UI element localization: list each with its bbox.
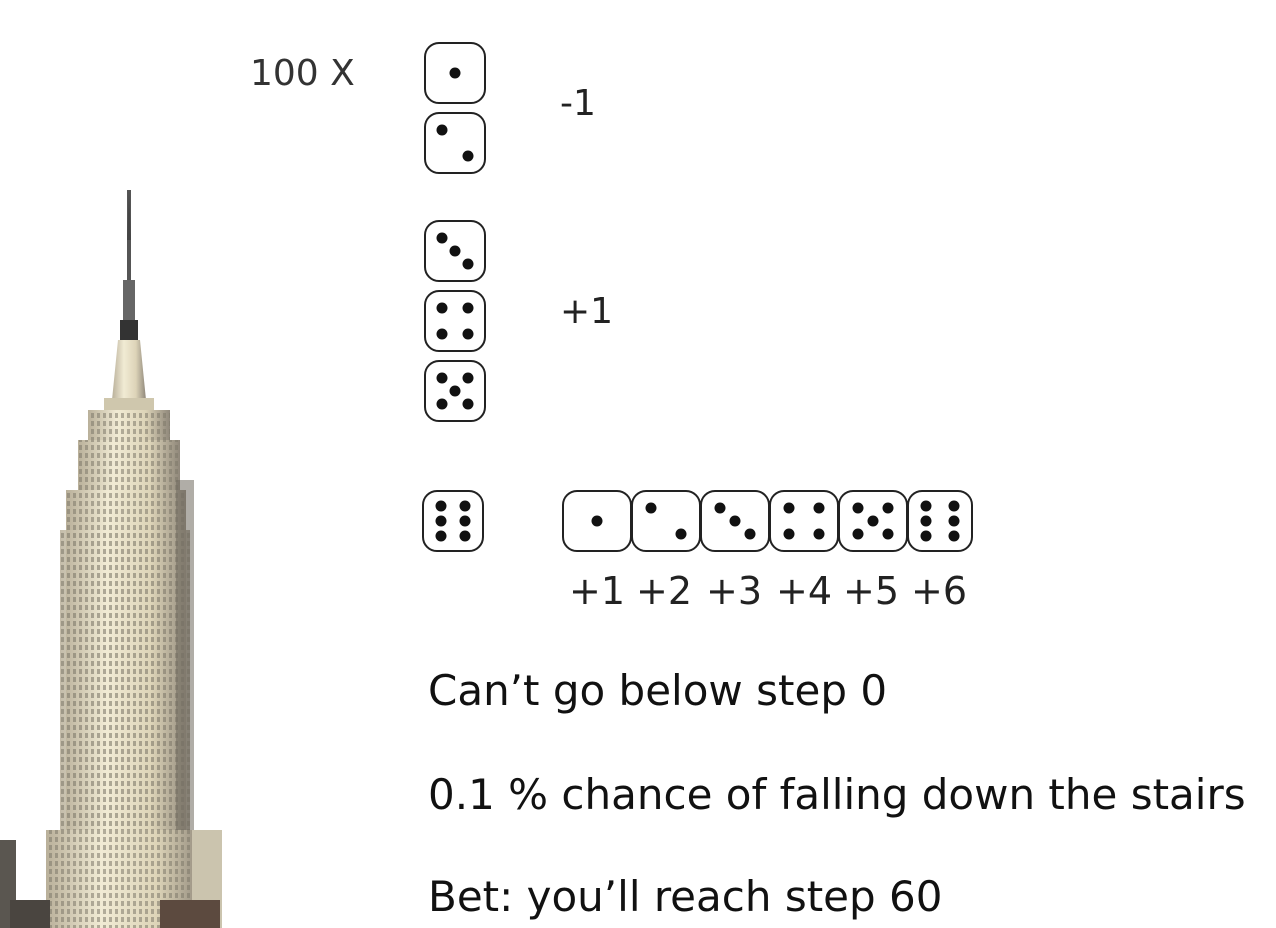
rule-outcome-plus-one: +1 [560, 291, 614, 332]
die-face-4 [424, 290, 486, 352]
reroll-value-3: +3 [705, 569, 763, 613]
reroll-value-1: +1 [568, 569, 626, 613]
fall-rule-text: 0.1 % chance of falling down the stairs [428, 770, 1246, 819]
die-face-6 [422, 490, 484, 552]
die-face-1 [424, 42, 486, 104]
reroll-die-2 [631, 490, 701, 552]
bet-text: Bet: you’ll reach step 60 [428, 872, 943, 921]
reroll-die-5 [838, 490, 908, 552]
reroll-die-4 [769, 490, 839, 552]
reroll-value-2: +2 [635, 569, 693, 613]
reroll-value-5: +5 [842, 569, 900, 613]
rule-outcome-minus-one: -1 [560, 83, 596, 124]
empire-state-building-icon [0, 190, 222, 928]
reroll-die-6 [907, 490, 973, 552]
reroll-value-6: +6 [910, 569, 968, 613]
reroll-die-1 [562, 490, 632, 552]
reroll-value-4: +4 [775, 569, 833, 613]
die-face-2 [424, 112, 486, 174]
repeat-count-label: 100 X [250, 53, 355, 94]
floor-rule-text: Can’t go below step 0 [428, 666, 888, 715]
die-face-5 [424, 360, 486, 422]
reroll-die-3 [700, 490, 770, 552]
die-face-3 [424, 220, 486, 282]
